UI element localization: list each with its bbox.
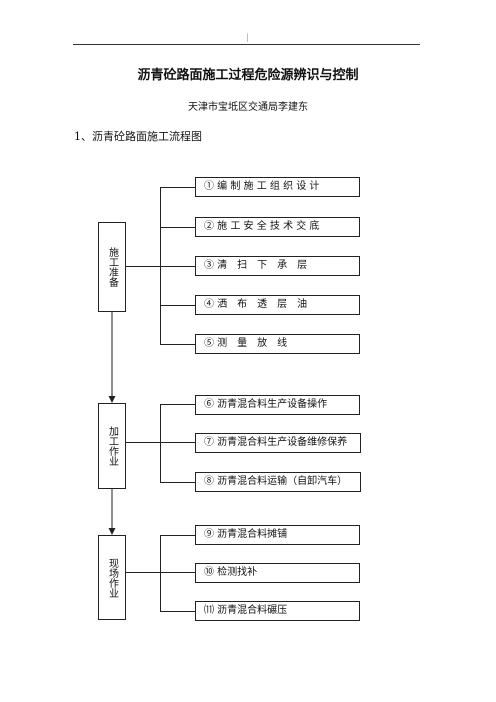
step-box-10: ⑩ 检测找补 bbox=[195, 563, 360, 583]
step-box-8: ⑧ 沥青混合料运输（自卸汽车） bbox=[195, 472, 361, 492]
connector-line bbox=[160, 535, 195, 536]
arrow-stage2-to-stage3 bbox=[108, 489, 116, 535]
step-box-7: ⑦ 沥青混合料生产设备维修保养 bbox=[195, 433, 361, 453]
step-box-6: ⑥ 沥青混合料生产设备操作 bbox=[195, 395, 360, 415]
document-title: 沥青砼路面施工过程危险源辨识与控制 bbox=[137, 68, 359, 83]
connector-line bbox=[160, 187, 195, 188]
header-mark: | bbox=[246, 33, 249, 42]
step-box-4: ④ 洒 布 透 层 油 bbox=[195, 295, 360, 315]
connector-line bbox=[160, 305, 195, 306]
connector-line bbox=[160, 266, 195, 267]
stage-box-processing: 加工作业 bbox=[98, 403, 126, 489]
connector-line bbox=[160, 442, 195, 443]
connector-line bbox=[160, 572, 195, 573]
arrow-stage1-to-stage2 bbox=[108, 312, 116, 403]
stage-box-preparation: 施工准备 bbox=[98, 222, 126, 312]
connector-line bbox=[160, 227, 195, 228]
step-box-2: ② 施 工 安 全 技 术 交 底 bbox=[195, 217, 360, 237]
document-author: 天津市宝坻区交通局李建东 bbox=[188, 102, 308, 113]
step-box-3: ③ 清 扫 下 承 层 bbox=[195, 256, 360, 276]
step-box-11: ⑾ 沥青混合料碾压 bbox=[195, 601, 360, 621]
stage-box-onsite: 现场作业 bbox=[98, 535, 126, 620]
connector-line bbox=[160, 611, 195, 612]
header-rule bbox=[73, 44, 420, 45]
connector-line bbox=[160, 344, 195, 345]
section-heading: 1、沥青砼路面施工流程图 bbox=[74, 130, 202, 143]
connector-line bbox=[160, 535, 161, 612]
connector-line bbox=[160, 404, 195, 405]
connector-line bbox=[126, 572, 161, 573]
step-box-9: ⑨ 沥青混合料摊铺 bbox=[195, 525, 360, 545]
step-box-5: ⑤ 测 量 放 线 bbox=[195, 334, 360, 354]
connector-line bbox=[160, 482, 195, 483]
connector-line bbox=[126, 266, 161, 267]
connector-line bbox=[160, 404, 161, 483]
connector-line bbox=[126, 442, 161, 443]
step-box-1: ① 编 制 施 工 组 织 设 计 bbox=[195, 177, 360, 197]
